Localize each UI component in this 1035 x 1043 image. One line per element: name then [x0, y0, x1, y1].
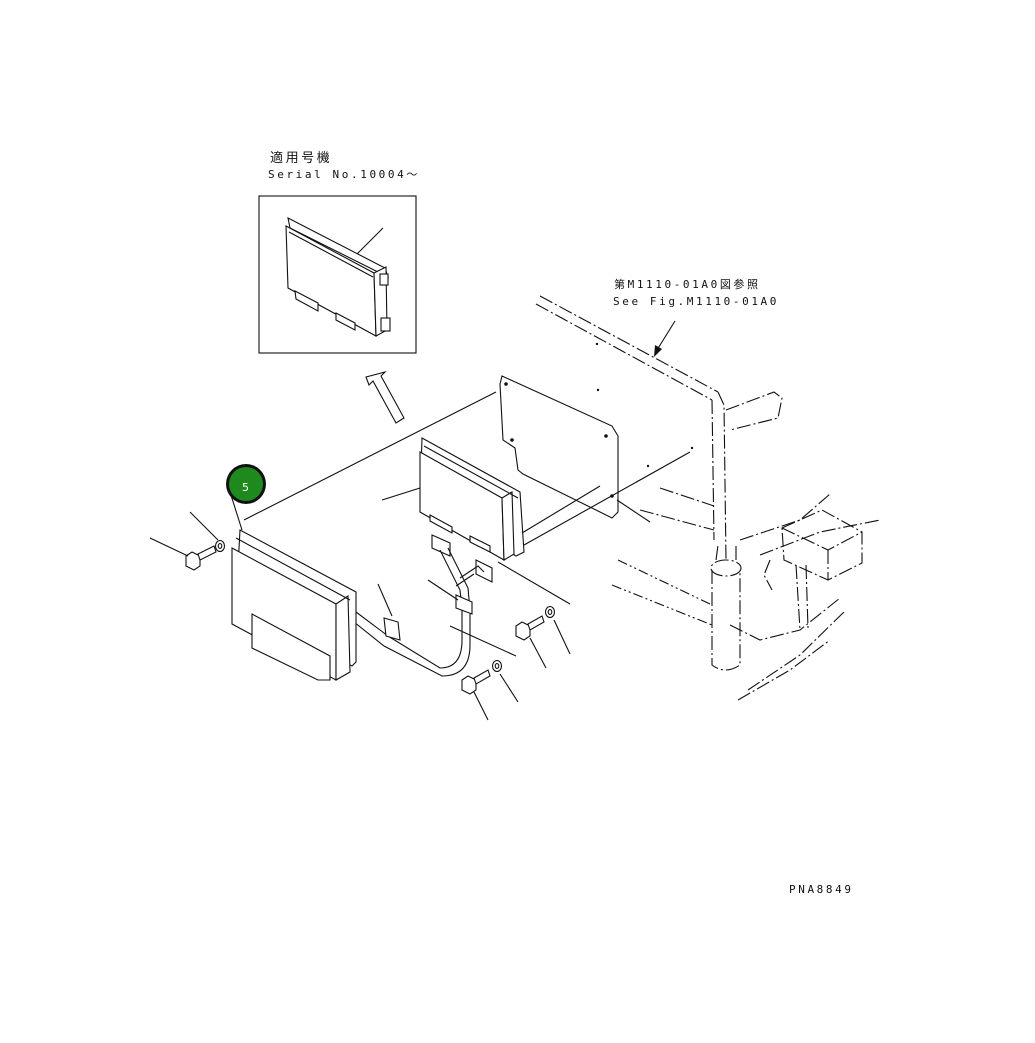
inset-controller [285, 216, 391, 337]
fastener-bolt-2 [515, 615, 547, 669]
drawing-number: PNA8849 [789, 883, 854, 896]
main-controller [231, 391, 497, 681]
wiring-harness [353, 534, 493, 677]
fastener-washer-2 [544, 605, 571, 655]
fastener-bolt-1 [149, 537, 217, 571]
serial-number-label: Serial No.10004〜 [268, 168, 420, 181]
reference-arrow-icon [365, 370, 405, 424]
inset-box [258, 195, 417, 354]
callout-number: 5 [242, 481, 249, 494]
reference-label-en: See Fig.M1110-01A0 [613, 295, 779, 308]
fastener-bolt-3 [461, 669, 491, 721]
reference-label-jp: 第M1110-01A0図参照 [614, 277, 761, 291]
reference-pointer-icon [654, 345, 662, 357]
fastener-washer-1 [189, 511, 226, 553]
frame-structure [535, 295, 881, 701]
callout-circle [229, 467, 263, 501]
applicability-label-jp: 適用号機 [270, 150, 332, 166]
mounting-bracket [499, 342, 694, 523]
fastener-washer-3 [491, 659, 519, 703]
installed-controller [381, 437, 691, 561]
part-callout-5[interactable]: 5 [226, 464, 266, 504]
